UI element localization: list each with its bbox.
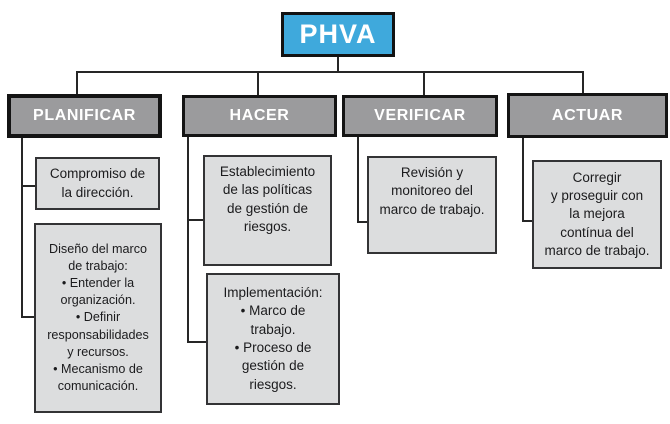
column-header-hacer: HACER	[182, 95, 337, 137]
connector-planificar-stub-1	[23, 185, 35, 187]
column-header-planificar: PLANIFICAR	[7, 94, 162, 138]
connector-hacer-vertical	[187, 137, 189, 343]
connector-hacer-stub-2	[189, 341, 206, 343]
connector-drop-actuar	[582, 71, 584, 94]
connector-planificar-stub-2	[23, 316, 34, 318]
root-node-phva: PHVA	[281, 12, 395, 57]
node-diseno-marco-trabajo: Diseño del marco de trabajo: • Entender …	[34, 223, 162, 413]
connector-verificar-stub	[359, 221, 367, 223]
connector-actuar-vertical	[522, 138, 524, 222]
connector-root-vertical	[337, 57, 339, 73]
connector-drop-verificar	[423, 71, 425, 96]
node-compromiso-direccion: Compromiso de la dirección.	[35, 157, 160, 210]
connector-drop-hacer	[257, 71, 259, 96]
node-implementacion: Implementación: • Marco de trabajo. • Pr…	[206, 273, 340, 405]
connector-drop-planificar	[76, 71, 78, 95]
connector-verificar-vertical	[357, 137, 359, 223]
connector-hacer-stub-1	[189, 219, 203, 221]
connector-planificar-vertical	[21, 138, 23, 318]
column-header-actuar: ACTUAR	[507, 93, 668, 138]
node-corregir-mejora: Corregir y proseguir con la mejora contí…	[532, 160, 662, 269]
node-revision-monitoreo: Revisión y monitoreo del marco de trabaj…	[367, 156, 497, 254]
connector-top-horizontal	[76, 71, 584, 73]
node-establecimiento-politicas: Establecimiento de las políticas de gest…	[203, 155, 332, 266]
connector-actuar-stub	[524, 220, 532, 222]
column-header-verificar: VERIFICAR	[342, 95, 498, 137]
